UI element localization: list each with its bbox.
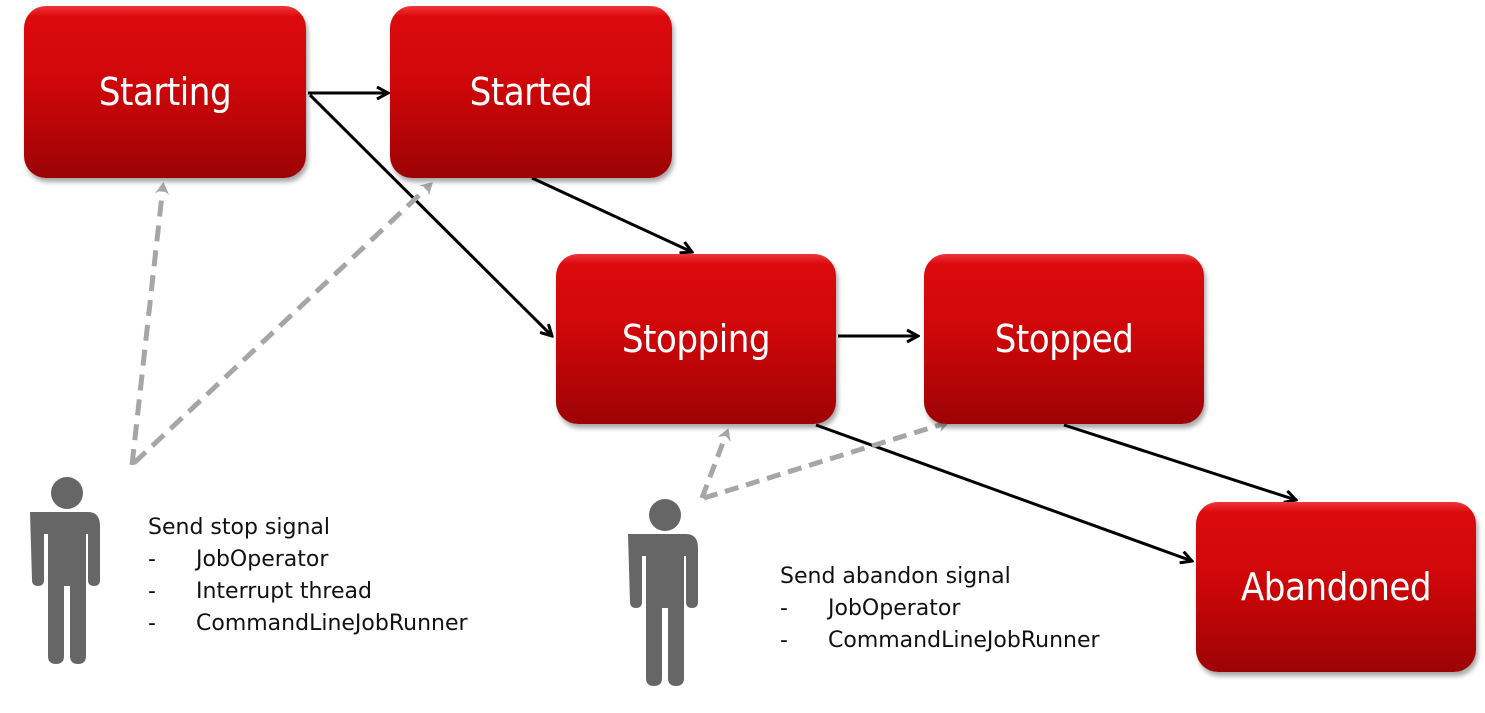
signal-stop-to-starting xyxy=(129,182,170,466)
state-started: Started xyxy=(390,6,672,178)
state-stopping-label: Stopping xyxy=(621,317,771,361)
state-starting: Starting xyxy=(24,6,306,178)
state-started-label: Started xyxy=(469,70,593,114)
arrow-stopping-to-abandoned xyxy=(815,423,1192,561)
arrow-starting-to-stopping xyxy=(308,93,552,336)
state-abandoned-label: Abandoned xyxy=(1240,565,1432,609)
stop-note-item: -CommandLineJobRunner xyxy=(148,611,468,636)
abandon-note-item: -CommandLineJobRunner xyxy=(780,628,1100,653)
arrow-started-to-stopping xyxy=(531,176,692,252)
stop-note-title: Send stop signal xyxy=(148,515,330,540)
stop-note-item: -JobOperator xyxy=(148,547,329,572)
abandon-note-item: -JobOperator xyxy=(780,596,961,621)
person-icon-abandon-actor xyxy=(628,499,698,686)
stop-note-item: -Interrupt thread xyxy=(148,579,372,604)
signal-abandon-to-stopping xyxy=(699,428,731,499)
person-icon-stop-actor xyxy=(30,477,100,664)
signal-stop-to-started xyxy=(132,182,433,465)
state-abandoned: Abandoned xyxy=(1196,502,1476,672)
arrow-stopped-to-abandoned xyxy=(1063,423,1296,500)
state-starting-label: Starting xyxy=(98,70,232,114)
signal-abandon-to-stopped xyxy=(703,418,950,501)
state-stopped: Stopped xyxy=(924,254,1204,424)
abandon-note-title: Send abandon signal xyxy=(780,564,1011,589)
stop-signal-note: Send stop signal -JobOperator -Interrupt… xyxy=(148,512,468,640)
state-stopping: Stopping xyxy=(556,254,836,424)
abandon-signal-note: Send abandon signal -JobOperator -Comman… xyxy=(780,561,1100,657)
state-stopped-label: Stopped xyxy=(994,317,1134,361)
